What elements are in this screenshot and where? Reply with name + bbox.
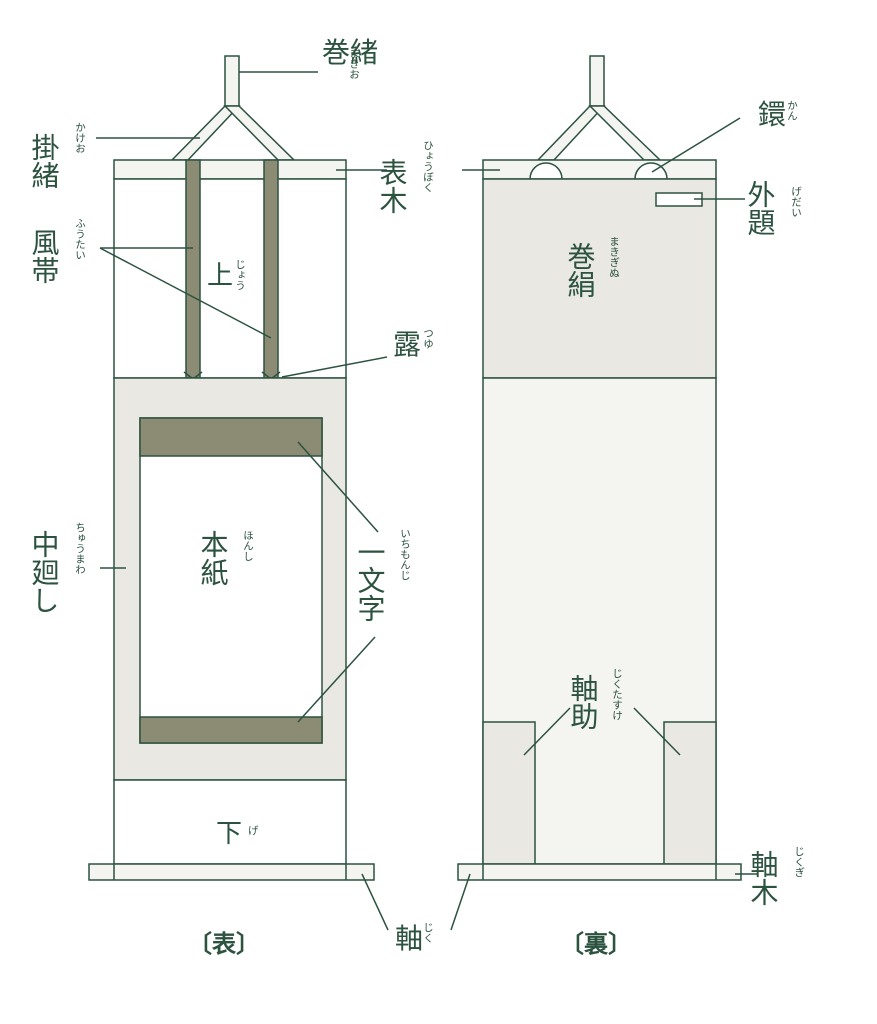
label-makiginu-text: 巻絹 [564, 242, 597, 298]
label-kakeo: 掛緒 かけお [28, 122, 87, 189]
back-makiginu-panel [482, 178, 717, 379]
label-jikugi-text: 軸木 [747, 850, 780, 906]
label-jou-ruby: じょう [234, 259, 246, 291]
label-honshi: 本紙 ほんし [197, 530, 255, 586]
front-honshi-panel [139, 417, 323, 744]
leader-jikudasuke-left [523, 707, 571, 756]
label-gedai-text: 外題 [744, 180, 777, 236]
label-kan: 鐶 かん [758, 98, 798, 131]
label-jikugi: 軸木 じくぎ [747, 846, 806, 906]
leader-ichimonji-bottom [297, 636, 376, 723]
front-ichimonji-top [139, 417, 323, 457]
front-ichimonji-bottom [139, 716, 323, 744]
label-honshi-ruby: ほんし [242, 530, 254, 562]
leader-jiku-front [361, 873, 389, 931]
back-jikudasuke-right [663, 721, 717, 865]
front-lower-panel [113, 779, 347, 865]
label-makio-char1: 巻緒 [322, 36, 378, 69]
label-makio-ruby: まきお [348, 48, 360, 80]
label-ichimonji-ruby: いちもんじ [399, 528, 411, 581]
label-ge-ruby: げ [248, 825, 259, 837]
back-kakeo-cord-right [588, 105, 662, 161]
label-jikudasuke-text: 軸助 [567, 674, 600, 730]
front-upper-panel [113, 178, 347, 379]
front-hyouboku-bar [113, 159, 347, 180]
back-jikudasuke-left [482, 721, 536, 865]
label-ge-text: 下 [216, 819, 242, 849]
label-hyouboku: 表木 ひょうぼく [376, 140, 435, 214]
leader-tsuyu [281, 356, 388, 378]
label-jou: 上 じょう [207, 259, 246, 291]
label-tsuyu: 露 つゆ [393, 328, 434, 361]
leader-jikudasuke-right [633, 707, 681, 756]
label-kan-ruby: かん [786, 100, 798, 121]
leader-jiku-back [450, 873, 471, 931]
label-futai-text: 風帯 [28, 228, 61, 284]
svg-text:巻緒: 巻緒 [322, 36, 378, 69]
label-ge: 下 げ [216, 819, 259, 849]
label-ichimonji: 一文字 いちもんじ [354, 528, 412, 622]
front-futai-right [263, 159, 279, 379]
caption-back: 〔裏〕 [560, 930, 632, 958]
label-kakeo-text: 掛緒 [28, 133, 61, 189]
front-kakeo-cord-left [170, 105, 241, 161]
back-kakeo-cord-left [536, 105, 606, 161]
label-jikudasuke: 軸助 じくたすけ [567, 668, 624, 730]
label-tsuyu-text: 露 [393, 328, 421, 361]
front-makio-cord [224, 55, 240, 109]
caption-front: 〔表〕 [188, 930, 260, 958]
label-chuumawashi: 中廻し ちゅうまわ [28, 522, 87, 614]
label-hyouboku-ruby: ひょうぼく [422, 140, 434, 193]
label-makiginu: 巻絹 まきぎぬ [564, 236, 621, 298]
label-tsuyu-ruby: つゆ [422, 328, 434, 349]
label-jiku-ruby: じく [422, 922, 434, 943]
back-hyouboku-bar [482, 159, 717, 180]
back-kan-left [529, 162, 563, 180]
leader-kan [651, 117, 741, 173]
label-jiku: 軸 じく [395, 922, 434, 955]
front-kakeo-cord-right [223, 105, 296, 161]
leader-ichimonji-top [297, 441, 379, 533]
back-makio-cord [589, 55, 605, 109]
label-kakeo-ruby: かけお [74, 122, 86, 154]
label-futai: 風帯 ふうたい [28, 218, 87, 284]
label-jou-text: 上 [207, 261, 233, 291]
label-futai-ruby: ふうたい [74, 218, 86, 260]
back-scroll [457, 55, 742, 881]
label-hyouboku-text: 表木 [376, 158, 409, 214]
front-futai-left [185, 159, 201, 379]
label-honshi-text: 本紙 [197, 530, 230, 586]
label-jikugi-ruby: じくぎ [793, 846, 805, 878]
back-jiku-rod [457, 863, 742, 881]
label-jiku-text: 軸 [395, 922, 423, 955]
label-jikudasuke-ruby: じくたすけ [611, 668, 623, 721]
leader-futai-right [99, 247, 272, 339]
label-makiginu-ruby: まきぎぬ [608, 236, 620, 278]
label-kan-text: 鐶 [758, 98, 786, 131]
label-makio: 巻緒 まきお [322, 36, 378, 80]
label-chuumawashi-ruby: ちゅうまわ [74, 522, 86, 575]
label-gedai: 外題 げだい [744, 180, 803, 236]
front-jiku-rod [88, 863, 375, 881]
label-ichimonji-text: 一文字 [354, 538, 387, 622]
front-scroll [88, 55, 375, 881]
label-chuumawashi-text: 中廻し [28, 530, 61, 614]
leader-lines [96, 71, 757, 931]
label-gedai-ruby: げだい [790, 186, 802, 218]
